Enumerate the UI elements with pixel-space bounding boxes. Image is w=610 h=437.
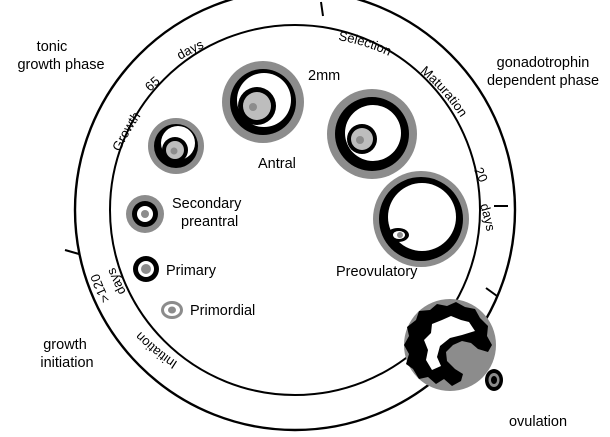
preovulatory-follicle	[373, 171, 469, 267]
tick-bottom-right	[486, 288, 497, 296]
preantral-label: preantral	[181, 214, 238, 230]
ovulation-label: ovulation	[509, 414, 567, 430]
early-antral-follicle	[148, 118, 204, 174]
antral-follicle	[222, 61, 304, 143]
growth-ring-label: Growth	[109, 109, 143, 153]
antral-label: Antral	[258, 156, 296, 172]
tick-top	[321, 2, 323, 16]
sixty-five-ring-label: 65	[142, 73, 163, 94]
selected-follicle	[327, 89, 417, 179]
tonic-label-line1: tonic	[37, 39, 68, 55]
selection-ring-label: Selection	[337, 28, 393, 58]
primary-label: Primary	[166, 263, 217, 279]
primordial-label: Primordial	[190, 303, 255, 319]
maturation-ring-label: Maturation	[418, 63, 471, 120]
secondary-label: Secondary	[172, 196, 242, 212]
released-oocyte	[485, 369, 503, 391]
primary-follicle	[133, 256, 159, 282]
gonadotrophin-label-line2: dependent phase	[487, 73, 599, 89]
preovulatory-label: Preovulatory	[336, 264, 418, 280]
tick-left	[65, 250, 79, 254]
secondary-preantral-follicle	[126, 195, 164, 233]
tonic-label-line2: growth phase	[17, 57, 104, 73]
primordial-follicle	[161, 301, 183, 319]
ruptured-follicle	[404, 299, 496, 391]
gonadotrophin-label-line1: gonadotrophin	[497, 55, 590, 71]
two-mm-label: 2mm	[308, 68, 340, 84]
growth-initiation-label-line2: initiation	[40, 355, 93, 371]
growth-initiation-label-line1: growth	[43, 337, 87, 353]
